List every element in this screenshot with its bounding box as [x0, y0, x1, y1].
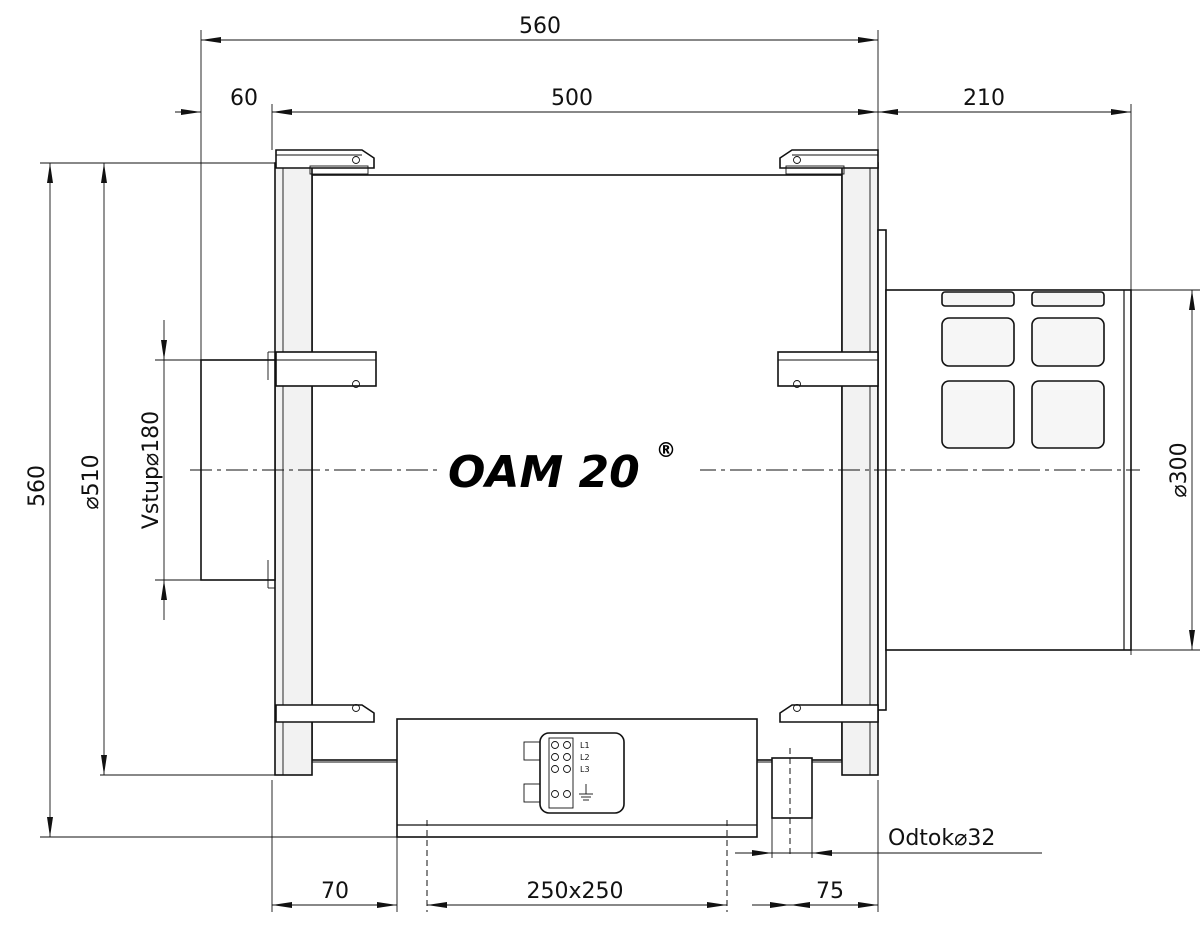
- terminal-label-l1: L1: [580, 741, 590, 750]
- dim-body-diameter-label: ⌀510: [79, 454, 104, 509]
- unit-body: [274, 162, 887, 776]
- dim-drain-offset: 75: [752, 780, 879, 912]
- dim-flange-offset: 60: [175, 86, 292, 150]
- dim-base-opening-label: 250x250: [526, 879, 623, 904]
- dim-outlet-diameter: ⌀300: [1131, 289, 1200, 651]
- terminal-label-l3: L3: [580, 765, 590, 774]
- dim-body-diameter: ⌀510: [79, 163, 275, 776]
- dim-base-offset-label: 70: [321, 879, 349, 904]
- dim-body-width-label: 500: [551, 86, 593, 111]
- ground-icon: [579, 784, 593, 801]
- clamp-brackets: [275, 149, 879, 723]
- outlet-vent-holes: [941, 291, 1105, 449]
- dim-drain-diameter: Odtok⌀32: [735, 826, 1042, 856]
- terminal-label-l2: L2: [580, 753, 590, 762]
- dim-outlet-length: 210: [878, 86, 1132, 285]
- dim-outlet-length-label: 210: [963, 86, 1005, 111]
- dim-total-width: 560: [200, 14, 879, 360]
- product-name: OAM 20: [448, 447, 640, 498]
- dim-outlet-diameter-label: ⌀300: [1167, 442, 1192, 497]
- dim-inlet-diameter: Vstup⌀180: [139, 320, 201, 620]
- dim-total-height: 560: [25, 162, 397, 838]
- dim-drain-offset-label: 75: [816, 879, 844, 904]
- dim-base-offset: 70: [271, 780, 398, 912]
- dim-total-width-label: 560: [519, 14, 561, 39]
- dim-inlet-diameter-label: Vstup⌀180: [139, 411, 164, 529]
- registered-mark: ®: [656, 438, 676, 462]
- dim-flange-offset-label: 60: [230, 86, 258, 111]
- dim-total-height-label: 560: [25, 465, 50, 507]
- terminal-block: L1 L2 L3: [523, 732, 625, 814]
- drain-pipe: [771, 748, 813, 858]
- dim-base-opening: 250x250: [426, 820, 728, 912]
- dim-drain-diameter-label: Odtok⌀32: [888, 826, 995, 851]
- dim-body-width: 500: [272, 86, 878, 115]
